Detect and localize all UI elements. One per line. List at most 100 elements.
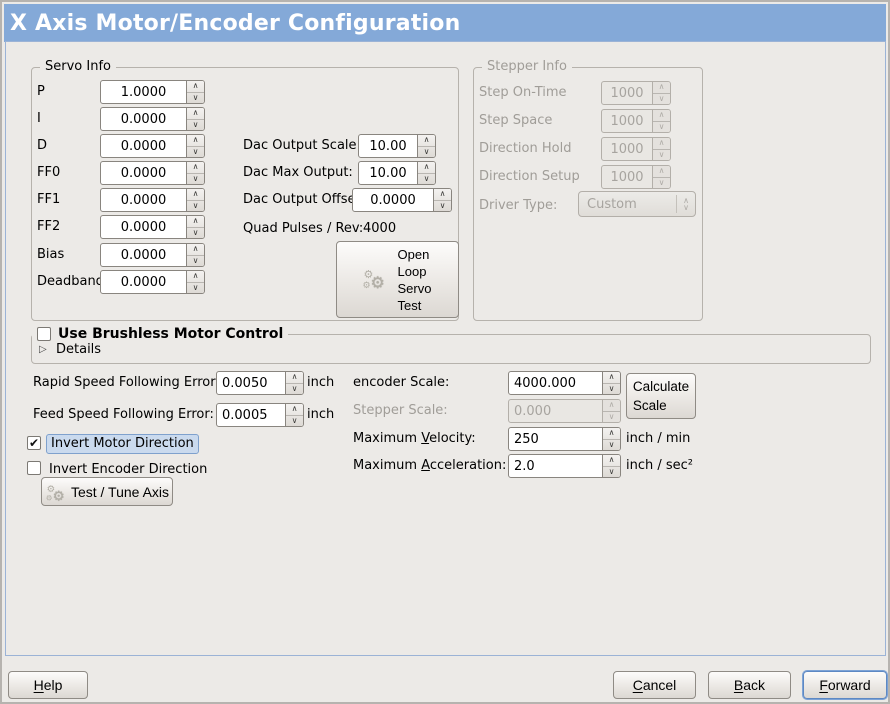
spin-buttons[interactable]: ∧∨: [417, 162, 435, 184]
servo-p-label: P: [37, 84, 45, 99]
ff1-spinbox[interactable]: 0.0000 ∧∨: [100, 188, 205, 212]
deadband-spinbox[interactable]: 0.0000 ∧∨: [100, 270, 205, 294]
spin-buttons[interactable]: ∧∨: [186, 216, 204, 238]
spin-buttons[interactable]: ∧∨: [433, 189, 451, 211]
i-spinbox[interactable]: 0.0000 ∧∨: [100, 107, 205, 131]
spin-up-icon[interactable]: ∧: [608, 428, 615, 438]
back-button[interactable]: Back: [708, 671, 791, 699]
ff2-spinbox[interactable]: 0.0000 ∧∨: [100, 215, 205, 239]
feed-error-spinbox[interactable]: 0.0005 ∧∨: [216, 403, 304, 427]
p-spinbox[interactable]: 1.0000 ∧∨: [100, 80, 205, 104]
spin-buttons[interactable]: ∧∨: [602, 372, 620, 394]
bias-spinbox[interactable]: 0.0000 ∧∨: [100, 243, 205, 267]
spin-up-icon[interactable]: ∧: [192, 189, 199, 199]
invert-encoder-label[interactable]: Invert Encoder Direction: [49, 462, 208, 477]
spin-down-icon[interactable]: ∨: [603, 465, 620, 478]
spin-down-icon[interactable]: ∨: [187, 199, 204, 212]
d-value: 0.0000: [120, 138, 167, 154]
spin-down-icon[interactable]: ∨: [286, 414, 303, 427]
spin-up-icon[interactable]: ∧: [423, 162, 430, 172]
spin-buttons[interactable]: ∧∨: [186, 244, 204, 266]
spin-down-icon[interactable]: ∨: [603, 438, 620, 451]
spin-down-icon[interactable]: ∨: [187, 226, 204, 239]
spin-up-icon[interactable]: ∧: [192, 135, 199, 145]
spin-buttons[interactable]: ∧∨: [602, 455, 620, 477]
spin-down-icon[interactable]: ∨: [418, 145, 435, 158]
step-space-value: 1000: [610, 113, 644, 129]
rapid-error-spinbox[interactable]: 0.0050 ∧∨: [216, 371, 304, 395]
spin-buttons: ∧∨: [652, 82, 670, 104]
spin-up-icon[interactable]: ∧: [608, 455, 615, 465]
spin-buttons[interactable]: ∧∨: [417, 135, 435, 157]
stepper-scale-label: Stepper Scale:: [353, 403, 448, 418]
spin-up-icon[interactable]: ∧: [192, 216, 199, 226]
spin-buttons[interactable]: ∧∨: [186, 189, 204, 211]
spin-down-icon[interactable]: ∨: [187, 172, 204, 185]
max-accel-spinbox[interactable]: 2.0 ∧∨: [508, 454, 621, 478]
servo-info-frame: Servo Info: [31, 59, 459, 321]
help-button[interactable]: Help: [8, 671, 88, 699]
spin-down-icon[interactable]: ∨: [603, 382, 620, 395]
spin-buttons[interactable]: ∧∨: [186, 135, 204, 157]
dac-output-scale-label: Dac Output Scale:: [243, 138, 361, 153]
dac-max-output-spinbox[interactable]: 10.00 ∧∨: [358, 161, 436, 185]
max-velocity-spinbox[interactable]: 250 ∧∨: [508, 427, 621, 451]
spin-up-icon[interactable]: ∧: [439, 189, 446, 199]
spin-down-icon[interactable]: ∨: [187, 281, 204, 294]
spin-down-icon[interactable]: ∨: [187, 91, 204, 104]
ff0-value: 0.0000: [120, 165, 167, 181]
spin-down-icon[interactable]: ∨: [434, 199, 451, 212]
page-title: X Axis Motor/Encoder Configuration: [10, 10, 461, 36]
cancel-button[interactable]: Cancel: [613, 671, 696, 699]
use-brushless-checkbox[interactable]: [37, 327, 51, 341]
dac-output-scale-spinbox[interactable]: 10.00 ∧∨: [358, 134, 436, 158]
servo-d-label: D: [37, 138, 48, 153]
encoder-scale-spinbox[interactable]: 4000.000 ∧∨: [508, 371, 621, 395]
direction-setup-label: Direction Setup: [479, 169, 580, 184]
spin-up-icon[interactable]: ∧: [291, 404, 298, 414]
spin-buttons[interactable]: ∧∨: [186, 162, 204, 184]
spin-down-icon[interactable]: ∨: [187, 118, 204, 131]
invert-motor-checkbox[interactable]: ✔: [27, 436, 41, 450]
spin-down-icon[interactable]: ∨: [187, 145, 204, 158]
invert-motor-label[interactable]: Invert Motor Direction: [46, 434, 199, 454]
spin-up-icon[interactable]: ∧: [192, 162, 199, 172]
details-expander[interactable]: Details: [56, 342, 102, 357]
spin-up-icon[interactable]: ∧: [291, 372, 298, 382]
step-on-time-spinbox: 1000 ∧∨: [601, 81, 671, 105]
direction-setup-spinbox: 1000 ∧∨: [601, 165, 671, 189]
spin-buttons[interactable]: ∧∨: [186, 108, 204, 130]
spin-up-icon[interactable]: ∧: [192, 271, 199, 281]
servo-ff0-label: FF0: [37, 165, 61, 180]
spin-up-icon[interactable]: ∧: [608, 372, 615, 382]
spin-up-icon[interactable]: ∧: [192, 108, 199, 118]
max-accel-value: 2.0: [514, 458, 535, 474]
spin-buttons[interactable]: ∧∨: [285, 372, 303, 394]
spin-buttons[interactable]: ∧∨: [186, 271, 204, 293]
ff0-spinbox[interactable]: 0.0000 ∧∨: [100, 161, 205, 185]
calculate-scale-button[interactable]: Calculate Scale: [626, 373, 696, 419]
spin-up-icon: ∧: [658, 166, 665, 176]
expander-arrow-icon[interactable]: ▷: [39, 344, 47, 355]
spin-up-icon[interactable]: ∧: [192, 244, 199, 254]
spin-up-icon[interactable]: ∧: [423, 135, 430, 145]
open-loop-servo-test-button[interactable]: ⚙⚙⚙ Open Loop Servo Test: [336, 241, 459, 318]
content-area: Servo Info P 1.0000 ∧∨ I 0.0000 ∧∨ D 0.0…: [5, 41, 886, 656]
dac-output-offset-spinbox[interactable]: 0.0000 ∧∨: [352, 188, 452, 212]
spin-down-icon[interactable]: ∨: [187, 254, 204, 267]
spin-buttons[interactable]: ∧∨: [186, 81, 204, 103]
invert-encoder-checkbox[interactable]: [27, 461, 41, 475]
spin-down-icon: ∨: [653, 120, 670, 133]
step-on-time-label: Step On-Time: [479, 85, 567, 100]
spin-buttons: ∧∨: [652, 166, 670, 188]
d-spinbox[interactable]: 0.0000 ∧∨: [100, 134, 205, 158]
spin-down-icon[interactable]: ∨: [418, 172, 435, 185]
spin-buttons[interactable]: ∧∨: [602, 428, 620, 450]
spin-up-icon[interactable]: ∧: [192, 81, 199, 91]
servo-ff2-label: FF2: [37, 219, 61, 234]
use-brushless-label[interactable]: Use Brushless Motor Control: [58, 326, 284, 342]
spin-buttons[interactable]: ∧∨: [285, 404, 303, 426]
forward-button[interactable]: Forward: [803, 671, 887, 699]
spin-down-icon[interactable]: ∨: [286, 382, 303, 395]
test-tune-axis-button[interactable]: ⚙⚙⚙ Test / Tune Axis: [41, 477, 173, 506]
